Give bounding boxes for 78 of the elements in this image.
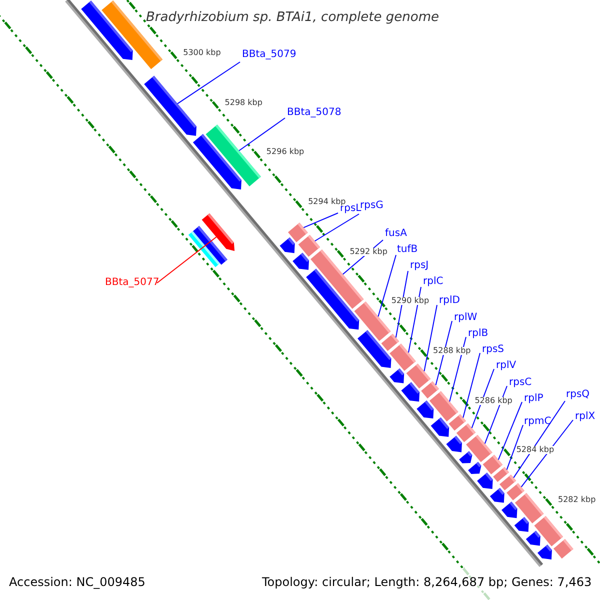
- gene-label: rplW: [454, 313, 478, 323]
- gene-label: rplV: [496, 361, 516, 371]
- gene-label: BBta_5077: [105, 278, 160, 288]
- leader-line: [435, 320, 452, 386]
- gene-block: [502, 502, 518, 518]
- leader-line: [484, 386, 508, 444]
- scale-label: 5300 kbp: [183, 49, 221, 58]
- leader-line: [303, 212, 338, 228]
- gene-block: [477, 472, 493, 489]
- gene-block: [538, 544, 552, 560]
- gene-label: tufB: [397, 245, 418, 255]
- gene-block: [401, 382, 420, 402]
- scale-label: 5288 kbp: [433, 347, 471, 355]
- gene-block: [468, 462, 482, 474]
- gene-label: rplB: [468, 329, 488, 339]
- gene-label: rpmC: [524, 417, 552, 427]
- leader-line: [449, 336, 466, 402]
- gene-block: [514, 493, 544, 524]
- gene-label: rpsL: [340, 204, 362, 214]
- gene-block: [534, 516, 564, 546]
- leader-line: [506, 424, 524, 470]
- leader-line: [424, 304, 438, 372]
- gene-label: rpsQ: [566, 390, 590, 400]
- gene-block: [416, 400, 434, 419]
- gene-label: rplP: [524, 394, 544, 404]
- leader-line: [520, 420, 574, 488]
- gene-label: rpsS: [482, 345, 504, 355]
- leader-line: [177, 62, 240, 104]
- gene-label: rpsC: [509, 378, 532, 388]
- gene-block: [446, 436, 462, 452]
- gene-block: [358, 330, 392, 368]
- gene-block: [430, 417, 450, 437]
- leader-line: [471, 368, 494, 428]
- footer-text: Topology: circular; Length: 8,264,687 bp; Genes: 7,463: [262, 576, 592, 588]
- gene-label: rplX: [575, 412, 596, 422]
- gene-block: [553, 539, 574, 559]
- scale-label: 5282 kbp: [558, 496, 596, 504]
- scale-label: 5290 kbp: [391, 297, 430, 306]
- gene-block: [390, 344, 416, 371]
- leader-line: [462, 352, 480, 418]
- gene-block: [144, 76, 196, 136]
- gene-block: [292, 252, 309, 270]
- leader-line: [238, 118, 286, 152]
- gene-block: [421, 381, 439, 398]
- gene-block: [514, 517, 529, 532]
- gene-label: BBta_5078: [287, 108, 342, 118]
- gene-label: rpsG: [360, 201, 384, 211]
- gene-block: [526, 530, 540, 546]
- gene-block: [390, 368, 404, 384]
- gene-block: [192, 134, 242, 190]
- map-title: Bradyrhizobium sp. BTAi1, complete genome: [146, 11, 440, 24]
- scale-label: 5294 kbp: [308, 198, 346, 206]
- gene-block: [193, 226, 228, 265]
- scale-label: 5298 kbp: [224, 98, 262, 107]
- gene-block: [493, 467, 510, 482]
- leader-line: [395, 270, 408, 338]
- gene-block: [482, 454, 503, 474]
- gene-label: BBta_5079: [242, 50, 296, 60]
- scale-label: 5292 kbp: [350, 248, 388, 256]
- gene-block: [306, 268, 360, 330]
- leader-line: [498, 402, 522, 460]
- scale-label: 5284 kbp: [516, 446, 554, 454]
- gene-block: [490, 488, 504, 503]
- leader-line: [156, 236, 217, 284]
- leader-line: [513, 400, 566, 478]
- scale-label: 5286 kbp: [474, 396, 512, 405]
- leader-line: [378, 254, 396, 317]
- gene-block: [81, 0, 133, 60]
- gene-block: [459, 451, 472, 464]
- gene-block: [280, 237, 295, 254]
- leader-line: [408, 286, 422, 353]
- footer-text: Accession: NC_009485: [9, 576, 146, 588]
- gene-label: rplD: [439, 296, 460, 306]
- gene-label: fusA: [385, 229, 407, 239]
- gene-block: [506, 483, 524, 500]
- gene-label: rpsJ: [410, 261, 429, 271]
- leader-line: [314, 214, 360, 242]
- gene-label: rplC: [423, 277, 444, 287]
